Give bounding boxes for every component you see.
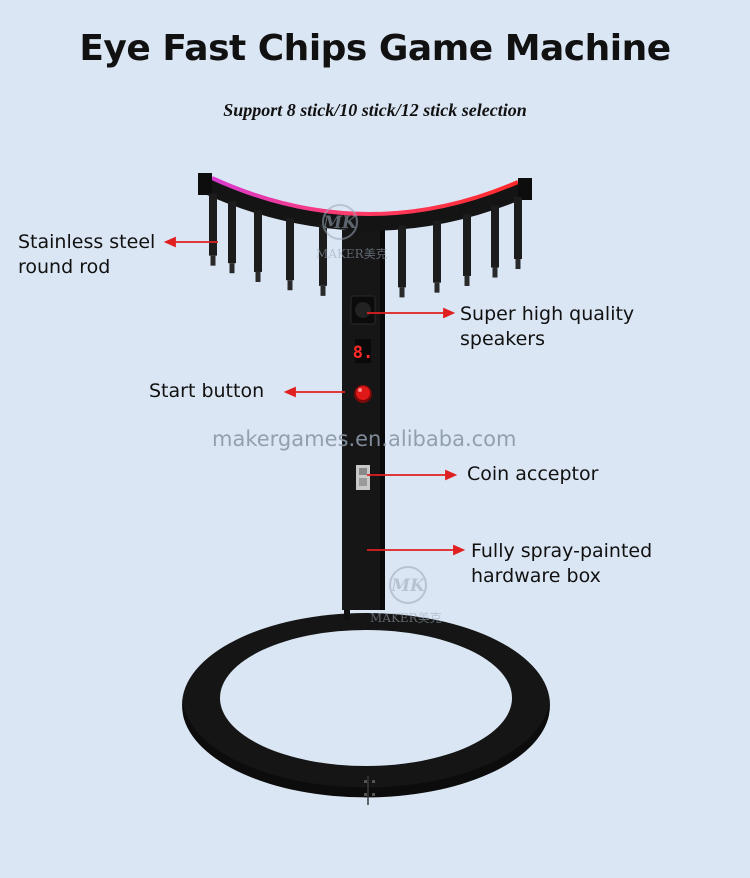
label-coin-acceptor: Coin acceptor — [467, 463, 599, 485]
steel-rod-tip — [210, 255, 216, 266]
steel-rod — [319, 223, 327, 286]
steel-rod-tip — [515, 259, 521, 270]
label-hardware-box: Fully spray-painted hardware box — [471, 539, 652, 589]
label-speakers-line2: speakers — [460, 328, 546, 350]
svg-text:MAKER美克: MAKER美克 — [370, 611, 442, 625]
maker-logo-watermark: MK MAKER美克 — [370, 566, 442, 625]
steel-rod — [228, 201, 236, 264]
steel-rod — [209, 193, 217, 256]
steel-rod — [433, 220, 441, 283]
label-start-button: Start button — [149, 380, 265, 402]
steel-rod — [254, 209, 262, 272]
steel-rod — [398, 225, 406, 288]
stainless-steel-rods — [209, 193, 522, 298]
label-rod-line2: round rod — [18, 256, 111, 278]
svg-text:MK: MK — [322, 213, 358, 233]
watermark-url: makergames.en.alibaba.com — [212, 427, 517, 451]
page-title: Eye Fast Chips Game Machine — [79, 28, 671, 69]
hardware-box-column — [342, 230, 385, 620]
coin-acceptor — [356, 465, 370, 490]
steel-rod — [463, 213, 471, 276]
steel-rod-tip — [434, 282, 440, 293]
maker-logo-watermark: MK MAKER美克 — [316, 204, 388, 261]
steel-rod — [286, 218, 294, 281]
base-ring — [182, 613, 550, 805]
page-subtitle: Support 8 stick/10 stick/12 stick select… — [223, 100, 527, 120]
steel-rod-tip — [399, 287, 405, 298]
label-speakers-line1: Super high quality — [460, 303, 635, 325]
steel-rod-tip — [464, 275, 470, 286]
steel-rod-tip — [492, 267, 498, 278]
steel-rod-tip — [287, 280, 293, 291]
svg-text:MAKER美克: MAKER美克 — [316, 247, 388, 261]
callout-arrows — [163, 236, 466, 556]
label-box-line2: hardware box — [471, 565, 601, 587]
svg-text:8.: 8. — [353, 343, 373, 363]
steel-rod — [491, 205, 499, 268]
label-box-line1: Fully spray-painted — [471, 540, 653, 562]
svg-text:MK: MK — [390, 576, 426, 596]
start-button[interactable] — [354, 385, 372, 403]
steel-rod — [514, 197, 522, 260]
steel-rod-tip — [255, 271, 261, 282]
label-rod: Stainless steel round rod — [18, 230, 155, 280]
steel-rod-tip — [229, 263, 235, 274]
speaker — [350, 295, 376, 325]
steel-rod-tip — [320, 285, 326, 296]
label-rod-line1: Stainless steel — [18, 231, 156, 253]
label-speakers: Super high quality speakers — [460, 302, 634, 352]
digit-display: 8. — [353, 339, 373, 363]
curved-top-bar — [198, 173, 532, 231]
